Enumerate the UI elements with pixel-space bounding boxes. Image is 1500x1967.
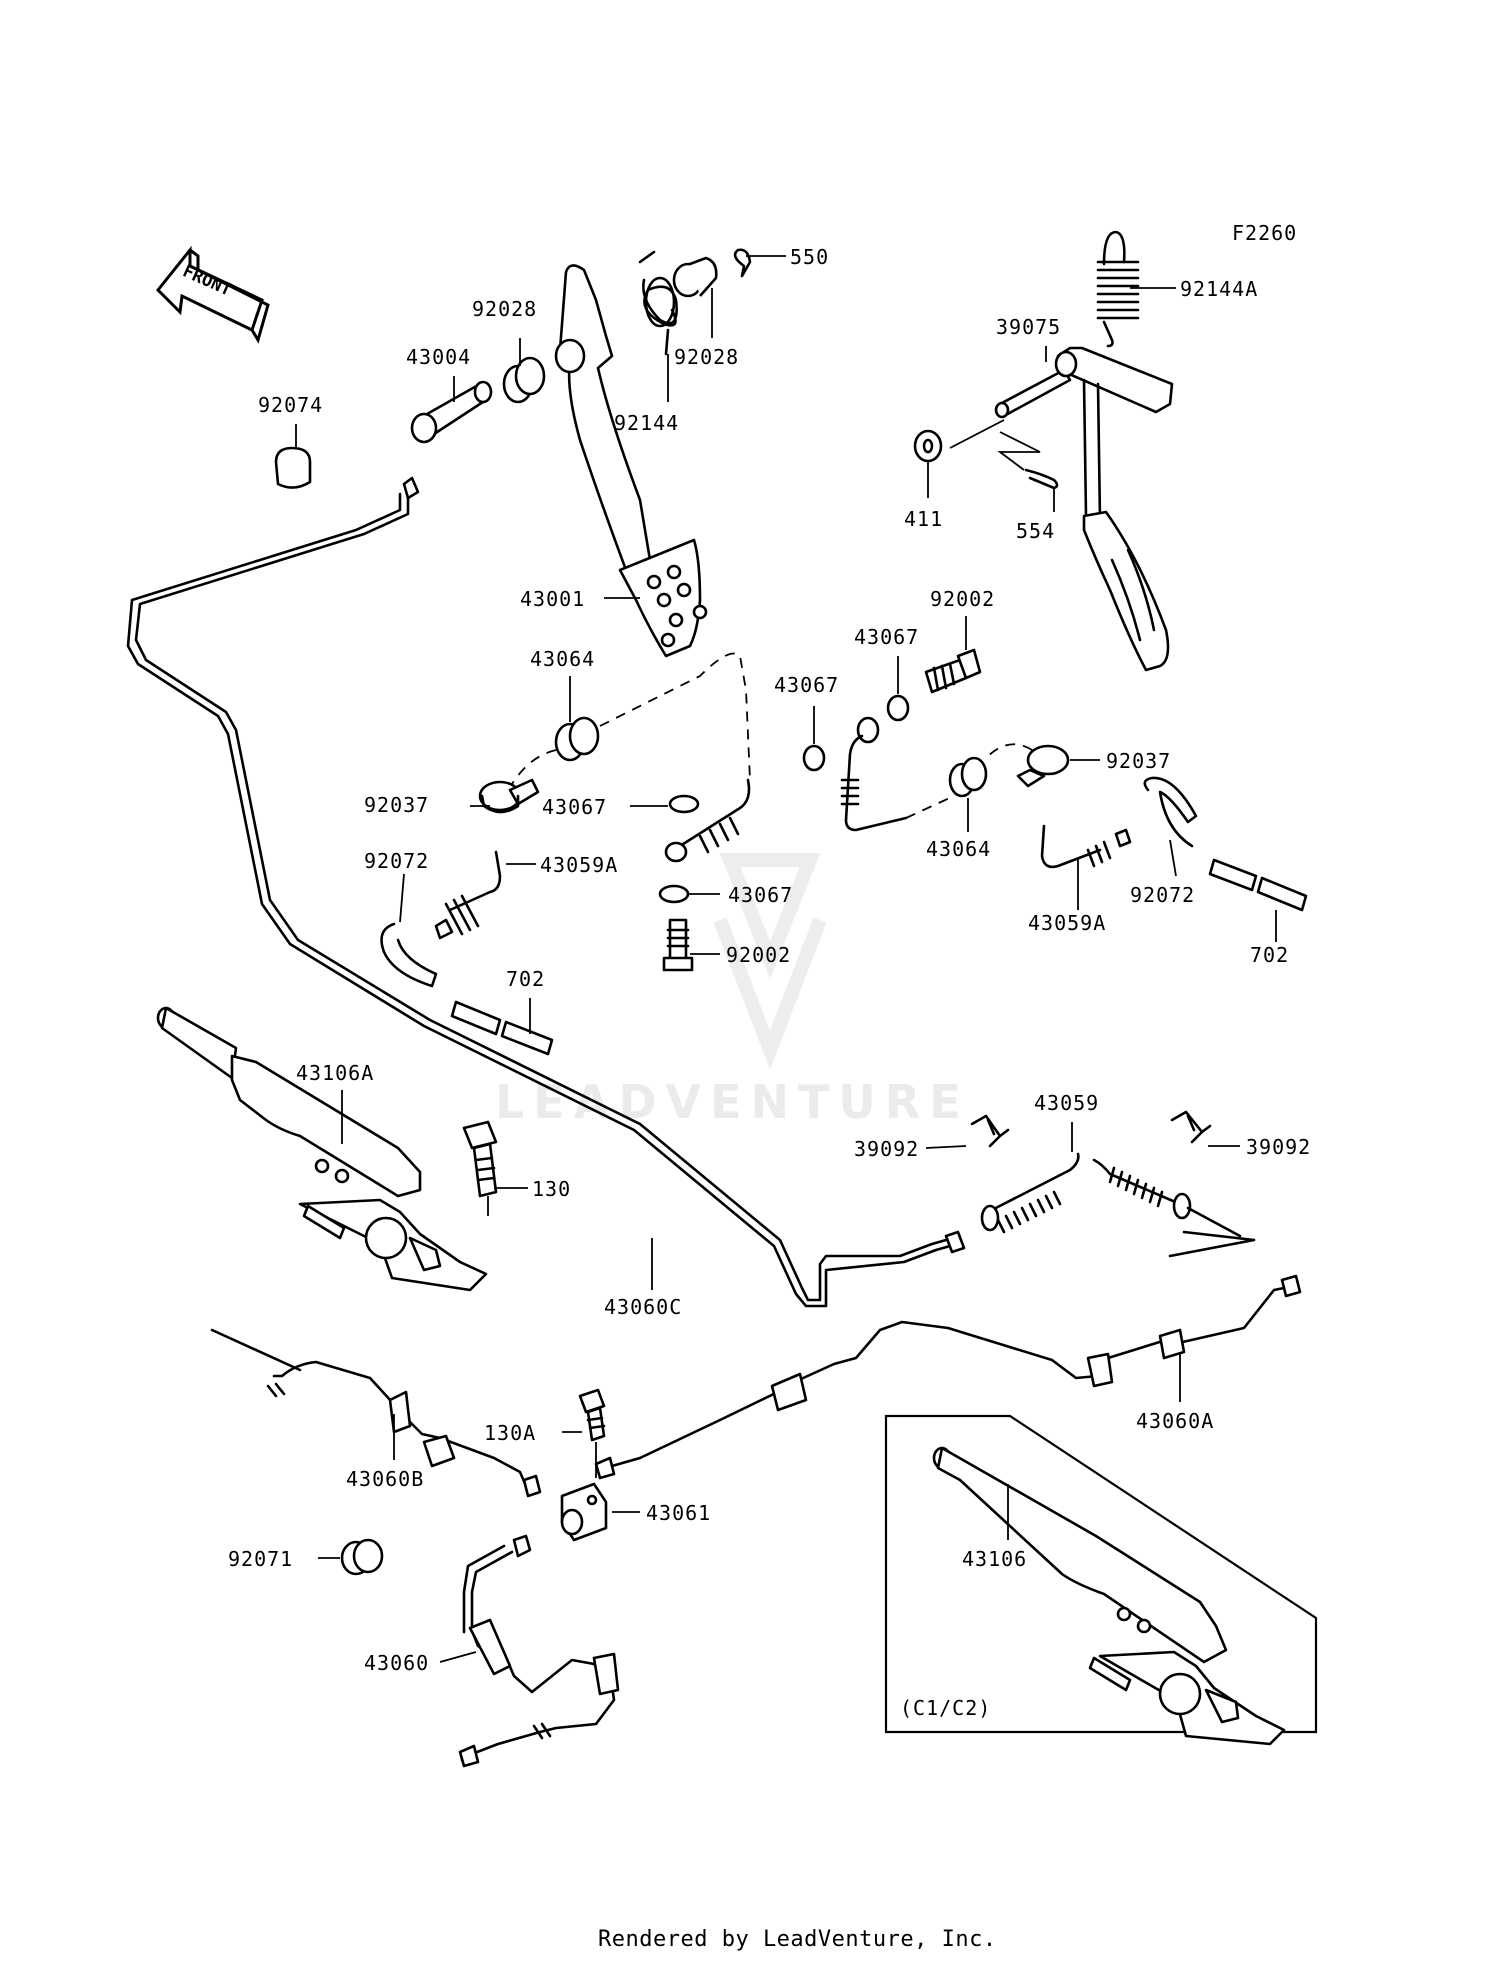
label-43061: 43061 xyxy=(646,1501,711,1525)
label-92002-bottom: 92002 xyxy=(726,943,791,967)
grommet-43064-right-icon xyxy=(948,756,988,798)
cable-43060-icon xyxy=(458,1534,620,1768)
label-130A: 130A xyxy=(484,1421,536,1445)
label-550: 550 xyxy=(790,245,829,269)
label-92074: 92074 xyxy=(258,393,323,417)
pin-43004-icon xyxy=(410,380,493,444)
bushing-92028-right-icon xyxy=(672,256,718,298)
washer-43067-a-icon xyxy=(886,694,910,722)
cotter-pin-554-icon xyxy=(1024,468,1059,490)
spring-92144A-icon xyxy=(1096,230,1140,348)
front-arrow-icon: FRONT xyxy=(155,245,270,344)
label-554: 554 xyxy=(1016,519,1055,543)
junction-43061-icon xyxy=(560,1482,608,1542)
label-130: 130 xyxy=(532,1177,571,1201)
diagram-code: F2260 xyxy=(1232,221,1297,245)
label-43067-d: 43067 xyxy=(728,883,793,907)
label-92144: 92144 xyxy=(614,411,679,435)
label-92144A: 92144A xyxy=(1180,277,1258,301)
label-43067-c: 43067 xyxy=(542,795,607,819)
bolt-130-icon xyxy=(462,1120,498,1216)
inset-label: (C1/C2) xyxy=(900,1696,991,1720)
accelerator-pedal-39075-icon xyxy=(994,346,1174,672)
washer-43067-b-icon xyxy=(802,744,826,772)
label-411: 411 xyxy=(904,507,943,531)
label-702-right: 702 xyxy=(1250,943,1289,967)
washer-43067-d-icon xyxy=(658,884,690,904)
label-92072-left: 92072 xyxy=(364,849,429,873)
sleeve-702-left-icon xyxy=(450,1000,554,1056)
brake-line-right-icon xyxy=(840,716,955,832)
label-43001: 43001 xyxy=(520,587,585,611)
hose-43059-icon xyxy=(980,1152,1256,1258)
cable-43060A-icon xyxy=(594,1274,1302,1480)
label-92072-right: 92072 xyxy=(1130,883,1195,907)
label-39075: 39075 xyxy=(996,315,1061,339)
label-43059A-right: 43059A xyxy=(1028,911,1106,935)
label-92037-left: 92037 xyxy=(364,793,429,817)
leader-lines xyxy=(295,255,1277,1663)
label-92028-right: 92028 xyxy=(674,345,739,369)
washer-43067-c-icon xyxy=(668,794,700,814)
plug-92074-icon xyxy=(274,446,312,489)
hose-43059A-right-icon xyxy=(1040,824,1132,869)
hand-brake-43106-icon xyxy=(932,1446,1286,1746)
label-92002-top: 92002 xyxy=(930,587,995,611)
inset-box: (C1/C2) xyxy=(884,1414,1318,1734)
grommet-92071-icon xyxy=(340,1538,384,1576)
cable-43060B-icon xyxy=(210,1328,542,1498)
label-43060B: 43060B xyxy=(346,1467,424,1491)
clamp-92037-right-icon xyxy=(987,743,1070,788)
spring-92144-icon xyxy=(638,250,678,356)
label-43060: 43060 xyxy=(364,1651,429,1675)
sleeve-702-right-icon xyxy=(1208,858,1308,912)
brake-pedal-43001-icon xyxy=(554,264,708,658)
label-43059A-left: 43059A xyxy=(540,853,618,877)
strap-92072-left-icon xyxy=(380,922,438,988)
brake-line-left-icon xyxy=(664,778,751,863)
label-43004: 43004 xyxy=(406,345,471,369)
clip-39092-right-icon xyxy=(1170,1110,1212,1144)
label-39092-right: 39092 xyxy=(1246,1135,1311,1159)
label-43067-a: 43067 xyxy=(854,625,919,649)
washer-411-icon xyxy=(913,429,943,463)
cable-43060C-icon xyxy=(126,476,966,1308)
clip-39092-left-icon xyxy=(970,1114,1010,1148)
clamp-92037-left-icon xyxy=(478,778,540,814)
bolt-92002-top-icon xyxy=(924,648,982,694)
bolt-130A-icon xyxy=(578,1388,606,1478)
label-43064-right: 43064 xyxy=(926,837,991,861)
label-43106: 43106 xyxy=(962,1547,1027,1571)
label-43060A: 43060A xyxy=(1136,1409,1214,1433)
watermark-text: LEADVENTURE xyxy=(495,1075,970,1129)
label-702-left: 702 xyxy=(506,967,545,991)
label-43060C: 43060C xyxy=(604,1295,682,1319)
label-43064-left: 43064 xyxy=(530,647,595,671)
label-92028-left: 92028 xyxy=(472,297,537,321)
bushing-92028-left-icon xyxy=(502,356,546,404)
watermark: LEADVENTURE xyxy=(495,853,970,1129)
hand-brake-43106A-icon xyxy=(156,1006,488,1292)
label-43059: 43059 xyxy=(1034,1091,1099,1115)
label-39092-left: 39092 xyxy=(854,1137,919,1161)
part-labels: 550 92144A 92028 92028 43004 92074 92144… xyxy=(228,245,1311,1675)
label-43106A: 43106A xyxy=(296,1061,374,1085)
label-92037-right: 92037 xyxy=(1106,749,1171,773)
label-92071: 92071 xyxy=(228,1547,293,1571)
hose-43059A-left-icon xyxy=(434,850,502,940)
bolt-92002-bottom-icon xyxy=(662,918,694,972)
strap-92072-right-icon xyxy=(1143,776,1198,848)
credit-text: Rendered by LeadVenture, Inc. xyxy=(598,1927,997,1952)
cotter-pin-550-icon xyxy=(733,248,752,278)
grommet-43064-left-icon xyxy=(554,716,600,762)
label-43067-b: 43067 xyxy=(774,673,839,697)
